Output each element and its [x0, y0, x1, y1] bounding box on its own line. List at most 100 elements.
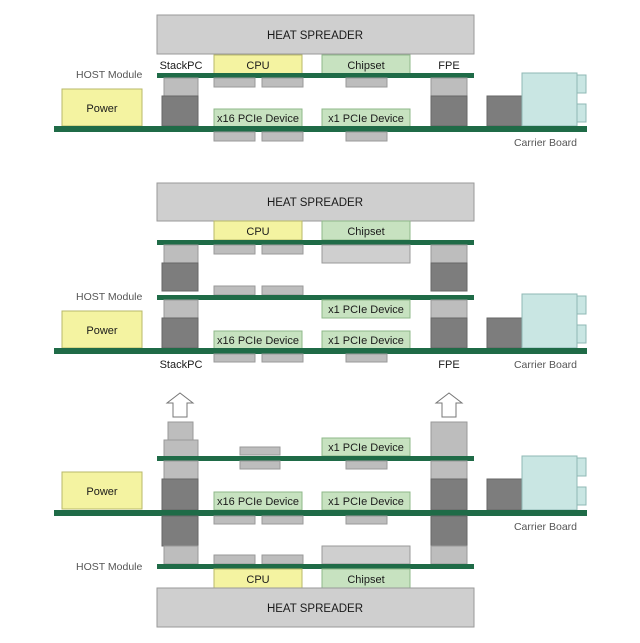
- heat-spreader-label: HEAT SPREADER: [267, 30, 363, 42]
- power-label: Power: [86, 486, 118, 498]
- stackpc-connector-upper-top: [163, 244, 199, 264]
- host-module-label: HOST Module: [76, 561, 142, 573]
- io-connector: [521, 72, 578, 127]
- fpe-connector-mid-body: [430, 478, 468, 511]
- x1-upper-label: x1 PCIe Device: [328, 304, 404, 316]
- host-module-board: [157, 564, 474, 569]
- fpe-connector-lower-top: [430, 545, 468, 565]
- heat-spreader: [156, 182, 475, 222]
- bga-upper-x1: [345, 460, 388, 470]
- bga-x1: [345, 515, 388, 525]
- stackpc-connector-mid-body: [161, 478, 199, 511]
- bga-cpu-right: [261, 77, 304, 88]
- stackpc-label: StackPC: [160, 359, 203, 371]
- fpe-connector-upper: [430, 421, 468, 459]
- bga-x16-right: [261, 515, 304, 525]
- cpu-label: CPU: [246, 226, 269, 238]
- carrier-board: [54, 348, 587, 354]
- bga-x1: [345, 353, 388, 363]
- stackpc-connector-lower-top: [163, 545, 199, 565]
- bga-x16-left: [213, 515, 256, 525]
- bga-cpu-left: [213, 244, 256, 255]
- panel-1: HEAT SPREADER StackPC CPU Chipset FPE HO…: [54, 14, 587, 149]
- panel-2: HEAT SPREADER CPU Chipset HOST Module x1…: [54, 182, 587, 371]
- chipset-underside: [321, 545, 411, 565]
- x1-label: x1 PCIe Device: [328, 113, 404, 125]
- chipset-underside: [321, 244, 411, 264]
- bga-x16-right: [261, 131, 304, 142]
- bga-upper-left: [239, 460, 281, 470]
- power-block: [61, 310, 143, 349]
- stackpc-connector-top: [163, 77, 199, 97]
- rj-block: [486, 478, 523, 511]
- io-connector-tab-top: [576, 457, 587, 477]
- panel-3: x1 PCIe Device Power x16 PCIe Device x1 …: [54, 392, 587, 628]
- carrier-board: [54, 510, 587, 516]
- host-module-board-upper: [157, 456, 474, 461]
- io-connector: [521, 293, 578, 349]
- power-label: Power: [86, 325, 118, 337]
- fpe-connector-lower-body: [430, 317, 468, 349]
- heat-spreader-label: HEAT SPREADER: [267, 197, 363, 209]
- io-connector-tab-bottom: [576, 486, 587, 506]
- io-connector-tab-top: [576, 295, 587, 315]
- stackpc-connector-body: [161, 95, 199, 127]
- chipset-label: Chipset: [347, 574, 384, 586]
- power-block: [61, 471, 143, 510]
- stackpc-connector-upper-top: [167, 421, 194, 441]
- heat-spreader-label: HEAT SPREADER: [267, 603, 363, 615]
- stackpc-connector-lower-body: [161, 515, 199, 547]
- carrier-board: [54, 126, 587, 132]
- up-arrow-icon: [434, 392, 464, 418]
- fpe-connector-upper-top: [430, 244, 468, 264]
- bga-x16-left: [213, 131, 256, 142]
- x16-label: x16 PCIe Device: [217, 113, 299, 125]
- stackpc-connector-upper-body: [163, 439, 199, 459]
- fpe-label: FPE: [438, 60, 459, 72]
- x1-lower-label: x1 PCIe Device: [328, 496, 404, 508]
- x1-device-upper: [321, 299, 411, 319]
- heat-spreader: [156, 587, 475, 628]
- chipset-label: Chipset: [347, 60, 384, 72]
- io-connector-tab-bottom: [576, 324, 587, 344]
- bga-lower-left: [213, 554, 256, 565]
- x16-label: x16 PCIe Device: [217, 496, 299, 508]
- stackpc-connector-lower-top: [163, 299, 199, 319]
- io-connector: [521, 455, 578, 511]
- power-block: [61, 88, 143, 127]
- up-arrow-icon: [165, 392, 195, 418]
- power-label: Power: [86, 103, 118, 115]
- stackpc-connector-lower-body: [161, 317, 199, 349]
- rj-block: [486, 95, 523, 127]
- heat-spreader: [156, 14, 475, 55]
- bga-top: [239, 446, 281, 456]
- fpe-connector-upper-body: [430, 262, 468, 292]
- host-module-board: [157, 240, 474, 245]
- rj-block: [486, 317, 523, 349]
- x16-label: x16 PCIe Device: [217, 335, 299, 347]
- carrier-board-label: Carrier Board: [514, 521, 577, 533]
- host-module-board: [157, 73, 474, 78]
- bga-x1: [345, 131, 388, 142]
- fpe-connector-lower-body: [430, 515, 468, 547]
- fpe-connector-body: [430, 95, 468, 127]
- host-module-label: HOST Module: [76, 291, 142, 303]
- fpe-connector-top: [430, 77, 468, 97]
- cpu-label: CPU: [246, 574, 269, 586]
- chipset-label: Chipset: [347, 226, 384, 238]
- cpu-label: CPU: [246, 60, 269, 72]
- stackpc-connector-upper-body: [161, 262, 199, 292]
- io-connector-tab-bottom: [576, 103, 587, 123]
- x1-upper-label: x1 PCIe Device: [328, 442, 404, 454]
- io-connector-tab-top: [576, 74, 587, 94]
- bga-cpu-right: [261, 244, 304, 255]
- bga-chipset: [345, 77, 388, 88]
- fpe-connector-mid-top: [430, 460, 468, 480]
- stackpc-label: StackPC: [160, 60, 203, 72]
- bga-mid-left: [213, 285, 256, 296]
- fpe-connector-lower-top: [430, 299, 468, 319]
- carrier-board-label: Carrier Board: [514, 137, 577, 149]
- bga-x16-right: [261, 353, 304, 363]
- stackpc-connector-mid-top: [163, 460, 199, 480]
